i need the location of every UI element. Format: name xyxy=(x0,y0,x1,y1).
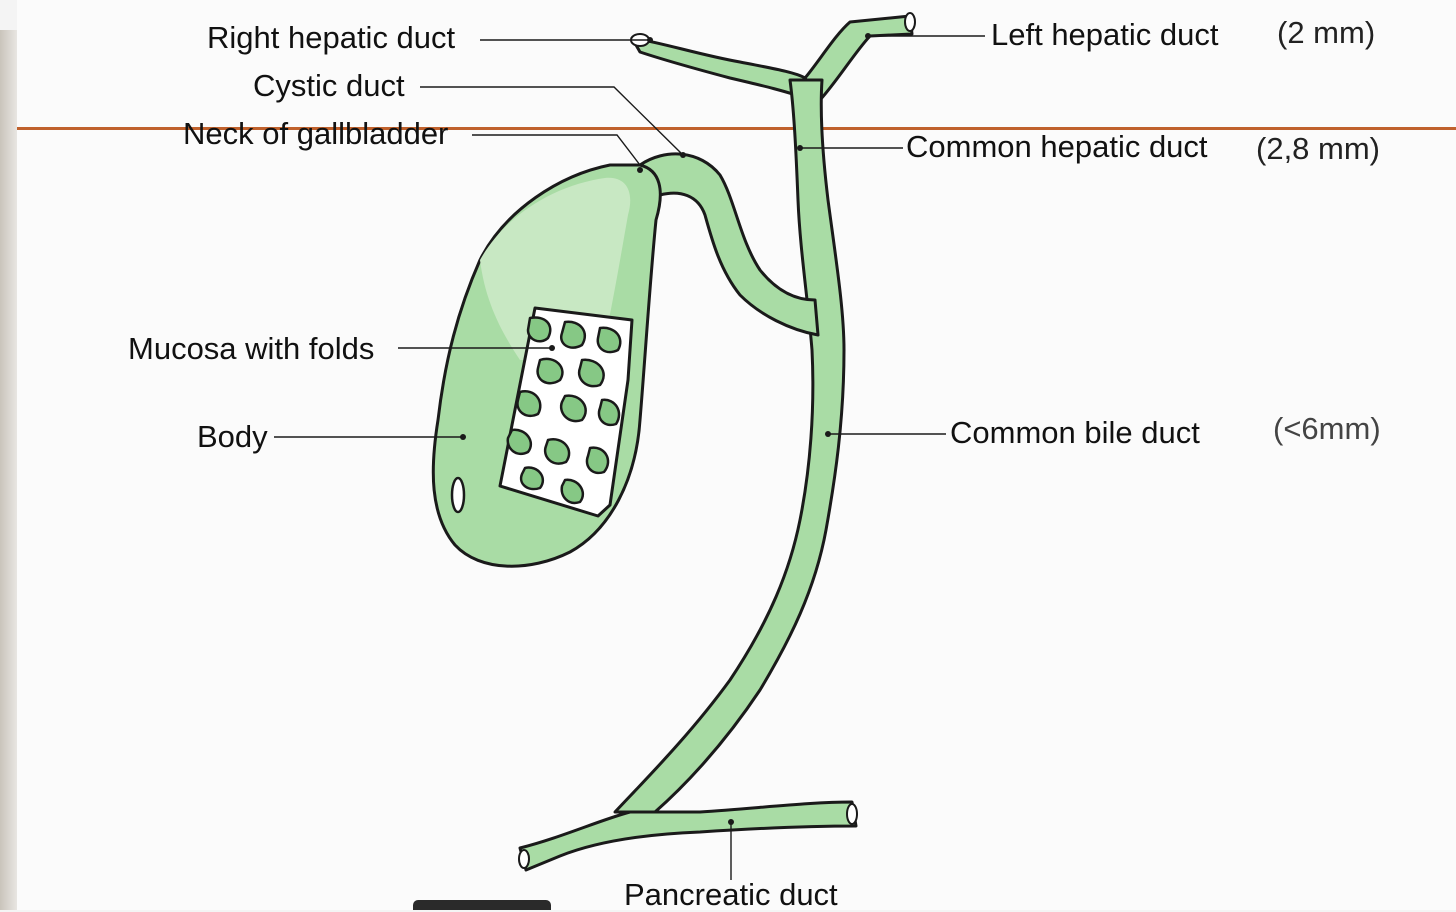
measurement-common-hepatic-duct: (2,8 mm) xyxy=(1256,133,1380,164)
pancreatic-duct-shape xyxy=(520,802,856,870)
label-pancreatic-duct: Pancreatic duct xyxy=(624,879,838,910)
bottom-toolbar-handle[interactable] xyxy=(413,900,551,910)
label-neck-of-gallbladder: Neck of gallbladder xyxy=(183,118,448,149)
leader-neck xyxy=(472,135,640,165)
label-body: Body xyxy=(197,421,268,452)
label-mucosa-with-folds: Mucosa with folds xyxy=(128,333,374,364)
cystic-duct-shape xyxy=(640,154,818,335)
label-left-hepatic-duct: Left hepatic duct xyxy=(991,19,1219,50)
label-common-hepatic-duct: Common hepatic duct xyxy=(906,131,1208,162)
right-hepatic-duct-shape xyxy=(632,38,810,100)
leader-cystic xyxy=(420,87,683,155)
label-cystic-duct: Cystic duct xyxy=(253,70,405,101)
label-common-bile-duct: Common bile duct xyxy=(950,417,1200,448)
measurement-common-bile-duct: (<6mm) xyxy=(1273,413,1381,444)
label-right-hepatic-duct: Right hepatic duct xyxy=(207,22,455,53)
measurement-left-hepatic-duct: (2 mm) xyxy=(1277,17,1375,48)
